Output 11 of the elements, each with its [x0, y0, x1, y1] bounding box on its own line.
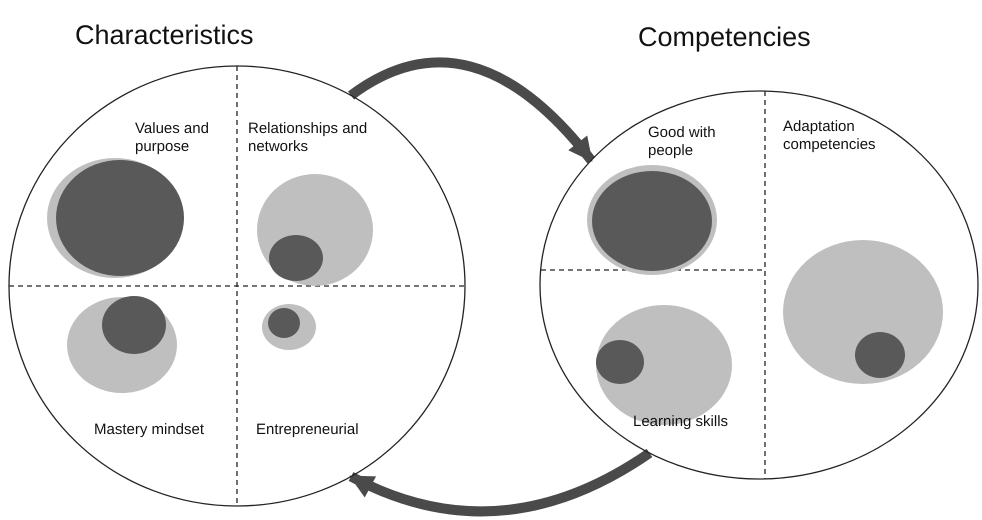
- curved-arrow: [348, 448, 652, 516]
- quadrant-label: Learning skills: [633, 413, 730, 431]
- circle-heading: Characteristics: [75, 20, 254, 51]
- curved-arrow: [348, 58, 596, 164]
- quadrant-label: Mastery mindset: [94, 421, 206, 439]
- quadrant-label: Entrepreneurial: [256, 421, 360, 439]
- quadrant-label: Adaptation competencies: [783, 118, 877, 154]
- quadrant-label: Relationships and networks: [248, 120, 368, 156]
- quadrant-label: Values and purpose: [135, 120, 210, 156]
- quadrant-label: Good with people: [648, 124, 717, 160]
- circle-heading: Competencies: [638, 22, 811, 53]
